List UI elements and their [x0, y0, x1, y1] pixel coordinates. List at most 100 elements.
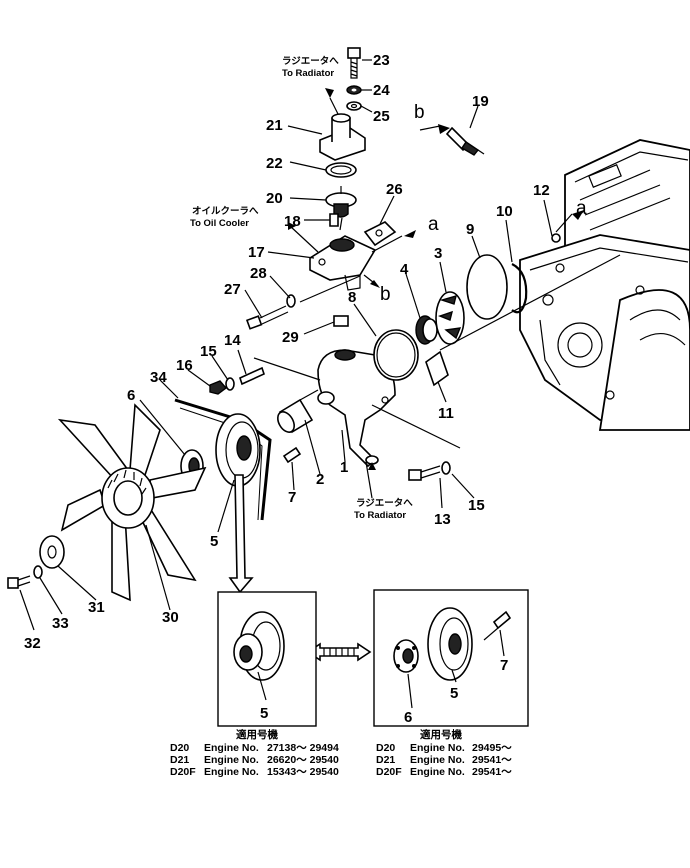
callout-7: 7 — [288, 489, 296, 506]
pulley-5 — [215, 413, 261, 487]
impeller-3 — [435, 291, 465, 345]
thermostat-cover-21 — [319, 113, 366, 161]
water-temp-sensor-19 — [445, 126, 485, 156]
note-radiator-top-en: To Radiator — [282, 68, 334, 79]
applicability-table-left: 適用号機 D20 Engine No. 27138～ 29494 D21 Eng… — [170, 728, 339, 778]
detail-box-right — [373, 589, 529, 727]
bolt-13 — [408, 465, 441, 481]
table-right-model-3: D20F — [376, 766, 402, 778]
note-radiator-top-jp: ラジエータへ — [282, 55, 339, 67]
bolt-23 — [347, 47, 361, 59]
callout-15-lower: 15 — [468, 497, 485, 514]
callout-30: 30 — [162, 609, 179, 626]
bolt-7 — [282, 446, 302, 464]
gasket-26 — [363, 221, 397, 247]
flow-notes: ラジエータへ To Radiator オイルクーラへ To Oil Cooler… — [190, 55, 413, 521]
callout-16: 16 — [176, 357, 193, 374]
callout-32: 32 — [24, 635, 41, 652]
callout-11: 11 — [438, 405, 454, 422]
shaft-bearing-2 — [277, 389, 319, 434]
bolt-12 — [551, 233, 561, 243]
callout-29: 29 — [282, 329, 299, 346]
washer-15-lower — [441, 461, 451, 475]
table-left-label-3: Engine No. — [204, 766, 259, 778]
bolt-32 — [7, 575, 31, 589]
callout-26: 26 — [386, 181, 403, 198]
callout-31: 31 — [88, 599, 105, 616]
spacer-31 — [39, 535, 65, 569]
callout-14: 14 — [224, 332, 241, 349]
table-left-model-2: D21 — [170, 754, 189, 766]
detail-right-callout-6: 6 — [404, 709, 412, 726]
thermostat-assembly — [309, 47, 485, 291]
washer-15 — [225, 377, 235, 391]
callout-12: 12 — [533, 182, 550, 199]
table-right-label-1: Engine No. — [410, 742, 465, 754]
water-pump-assembly — [209, 233, 561, 481]
leader-lines — [19, 59, 621, 631]
water-outlet-17 — [309, 235, 377, 291]
fan-drive — [7, 398, 272, 602]
note-radiator-bottom-en: To Radiator — [354, 510, 406, 521]
note-radiator-bottom-jp: ラジエータへ — [356, 497, 413, 509]
detail-right-callout-7: 7 — [500, 657, 508, 674]
table-right-model-2: D21 — [376, 754, 395, 766]
callout-23: 23 — [373, 52, 390, 69]
callout-6: 6 — [127, 387, 135, 404]
table-left-label-2: Engine No. — [204, 754, 259, 766]
flow-arrows — [288, 88, 584, 470]
stud-14 — [239, 366, 265, 386]
table-left-label-1: Engine No. — [204, 742, 259, 754]
callout-33: 33 — [52, 615, 69, 632]
callout-25: 25 — [373, 108, 390, 125]
arrow-to-b — [370, 280, 380, 288]
callout-21: 21 — [266, 117, 283, 134]
plate-11 — [425, 350, 449, 387]
callout-18: 18 — [284, 213, 301, 230]
thermostat-20 — [325, 186, 357, 218]
table-left-range-2: 26620～ 29540 — [267, 754, 339, 766]
callout-5: 5 — [210, 533, 218, 550]
nut-16 — [209, 380, 228, 395]
washer-25 — [346, 101, 362, 111]
callout-20: 20 — [266, 190, 283, 207]
callout-labels: 23 24 25 19 21 22 20 26 18 17 28 27 29 1… — [24, 52, 587, 726]
table-left-heading: 適用号機 — [236, 728, 278, 741]
table-left-model-3: D20F — [170, 766, 196, 778]
snap-ring-10 — [511, 263, 528, 314]
cooling-fan-30 — [57, 403, 207, 602]
callout-10: 10 — [496, 203, 513, 220]
callout-17: 17 — [248, 244, 265, 261]
table-left-range-3: 15343～ 29540 — [267, 766, 339, 778]
callout-27: 27 — [224, 281, 241, 298]
table-right-label-3: Engine No. — [410, 766, 465, 778]
arrow-to-a — [404, 230, 416, 238]
table-right-range-3: 29541～ — [472, 766, 512, 778]
ref-a-left: a — [428, 214, 439, 235]
callout-1: 1 — [340, 459, 348, 476]
callout-13: 13 — [434, 511, 451, 528]
callout-4: 4 — [400, 261, 409, 278]
table-right-model-1: D20 — [376, 742, 395, 754]
water-pump-body-1 — [317, 349, 396, 468]
gasket-8 — [373, 329, 419, 381]
callout-24: 24 — [373, 82, 390, 99]
ref-a-right: a — [576, 198, 587, 219]
plug-18 — [329, 213, 339, 227]
detail-right-callout-5: 5 — [450, 685, 458, 702]
note-oil-cooler-jp: オイルクーラへ — [192, 206, 259, 217]
table-left-range-1: 27138～ 29494 — [267, 742, 339, 754]
callout-2: 2 — [316, 471, 324, 488]
callout-3: 3 — [434, 245, 442, 262]
engine-block — [519, 139, 690, 431]
applicability-table-right: 適用号機 D20 Engine No. 29495～ D21 Engine No… — [376, 728, 512, 778]
table-right-range-1: 29495～ — [472, 742, 512, 754]
washer-28 — [286, 294, 296, 308]
note-oil-cooler-en: To Oil Cooler — [190, 218, 249, 229]
table-right-heading: 適用号機 — [420, 728, 462, 741]
callout-34: 34 — [150, 369, 167, 386]
callout-28: 28 — [250, 265, 267, 282]
callout-8: 8 — [348, 289, 356, 306]
